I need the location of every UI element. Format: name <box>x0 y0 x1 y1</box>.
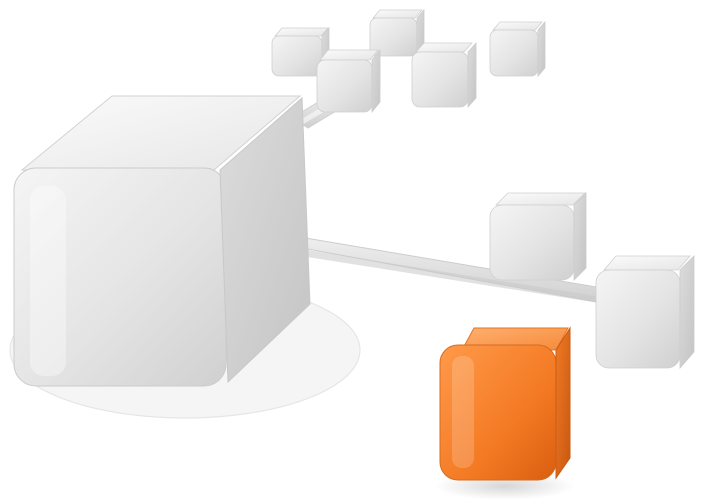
small-gray-cube <box>411 41 477 109</box>
medium-gray-cube <box>595 255 695 370</box>
small-gray-cube <box>369 8 425 58</box>
small-gray-cube <box>316 48 381 114</box>
small-gray-cube <box>489 20 546 78</box>
medium-gray-cube <box>489 192 587 281</box>
orange-cube <box>439 326 571 481</box>
large-gray-cube <box>13 95 311 387</box>
